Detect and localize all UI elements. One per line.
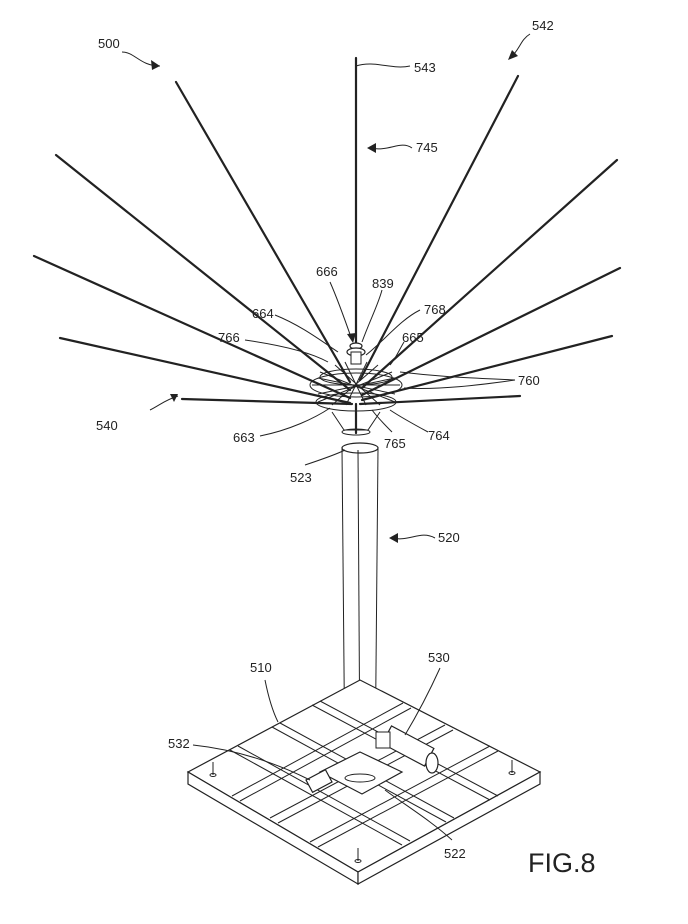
ref-666: 666 [316, 264, 338, 279]
ref-500: 500 [98, 36, 120, 51]
arrow-500 [151, 60, 160, 70]
reference-numerals: 500 542 543 745 666 839 664 768 766 665 … [96, 18, 554, 861]
arrow-542 [508, 50, 518, 60]
ref-542: 542 [532, 18, 554, 33]
ref-523: 523 [290, 470, 312, 485]
ref-764: 764 [428, 428, 450, 443]
rod-right-low [360, 334, 614, 402]
leader-lines [121, 33, 531, 841]
motor [375, 725, 439, 774]
rod-left-mid [32, 254, 352, 400]
ref-540: 540 [96, 418, 118, 433]
ref-663: 663 [233, 430, 255, 445]
ref-760: 760 [518, 373, 540, 388]
ref-520: 520 [438, 530, 460, 545]
ref-665: 665 [402, 330, 424, 345]
rod-upper-right [358, 74, 520, 382]
ref-664: 664 [252, 306, 274, 321]
rod-upper-left [174, 80, 352, 384]
arrow-520 [389, 533, 398, 543]
ref-766: 766 [218, 330, 240, 345]
arrow-540 [170, 394, 178, 402]
spoke-rods [32, 56, 622, 435]
rod-left-high [54, 153, 352, 392]
rod-right-high [360, 158, 619, 390]
ref-522: 522 [444, 846, 466, 861]
rod-front-right [358, 394, 522, 406]
ref-839: 839 [372, 276, 394, 291]
arrow-745 [367, 143, 376, 153]
figure-label: FIG.8 [528, 848, 596, 878]
ref-765: 765 [384, 436, 406, 451]
rod-far-left-low [58, 336, 352, 405]
hub-assembly [309, 342, 403, 436]
ref-745: 745 [416, 140, 438, 155]
rod-right-mid [360, 266, 622, 397]
rod-front-left [180, 397, 354, 406]
base-frame [186, 679, 542, 886]
ref-543: 543 [414, 60, 436, 75]
ref-532: 532 [168, 736, 190, 751]
ref-510: 510 [250, 660, 272, 675]
ref-768: 768 [424, 302, 446, 317]
ref-530: 530 [428, 650, 450, 665]
